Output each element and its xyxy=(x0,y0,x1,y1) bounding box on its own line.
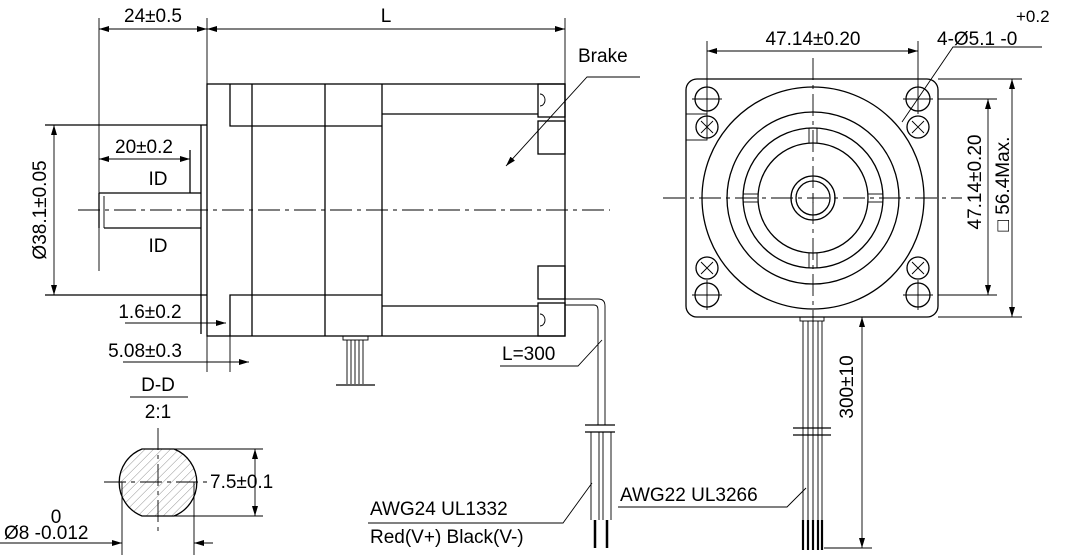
section-title: D-D xyxy=(141,375,175,396)
dim-flat: 7.5±0.1 xyxy=(210,472,273,493)
brake-cable-labels: AWG24 UL1332 Red(V+) Black(V-) xyxy=(368,482,593,548)
label-brake: Brake xyxy=(578,46,628,67)
section-scale: 2:1 xyxy=(145,402,171,423)
section-d-d: D-D 2:1 7.5±0.1 0 Ø8 -0.012 xyxy=(0,375,273,555)
label-id-bottom: ID xyxy=(149,236,168,257)
dim-shaft-flat: 20±0.2 xyxy=(115,137,173,158)
label-id-top: ID xyxy=(149,169,168,190)
dim-hole-spacing-h: 47.14±0.20 xyxy=(766,29,861,50)
dim-square: □ 56.4Max. xyxy=(993,137,1014,232)
tol-upper: 0 xyxy=(51,507,62,528)
front-view: 47.14±0.20 4-Ø5.1 -0 +0.2 47.14±0.20 □ 5… xyxy=(618,7,1050,550)
motor-leads xyxy=(793,316,831,550)
dim-flange-thick: 5.08±0.3 xyxy=(108,341,182,362)
hole-spec: 4-Ø5.1 -0 xyxy=(937,29,1017,50)
dim-pilot-dia: Ø38.1±0.05 xyxy=(30,160,51,259)
mounting-holes xyxy=(692,84,933,310)
side-view: 24±0.5 L Ø38.1±0.05 xyxy=(30,6,640,548)
brake-cable-colors: Red(V+) Black(V-) xyxy=(370,527,524,548)
hole-tol-upper: +0.2 xyxy=(1016,7,1050,26)
shaft xyxy=(98,150,201,229)
brake-cable-spec: AWG24 UL1332 xyxy=(370,499,508,520)
lead-spec: AWG22 UL3266 xyxy=(620,485,758,506)
dim-flange-len: 24±0.5 xyxy=(124,6,182,27)
dim-lead-len: 300±10 xyxy=(837,355,858,418)
screws xyxy=(685,113,930,280)
brake-cable xyxy=(565,298,615,548)
brake-section xyxy=(537,83,566,337)
dim-dia: Ø8 -0.012 xyxy=(4,523,89,544)
label-cable-len: L=300 xyxy=(502,344,555,365)
dim-hole-spacing-v: 47.14±0.20 xyxy=(965,135,986,230)
dim-body-len: L xyxy=(381,6,392,27)
encoder-connector xyxy=(336,335,375,386)
dim-pilot-height: 1.6±0.2 xyxy=(118,302,181,323)
